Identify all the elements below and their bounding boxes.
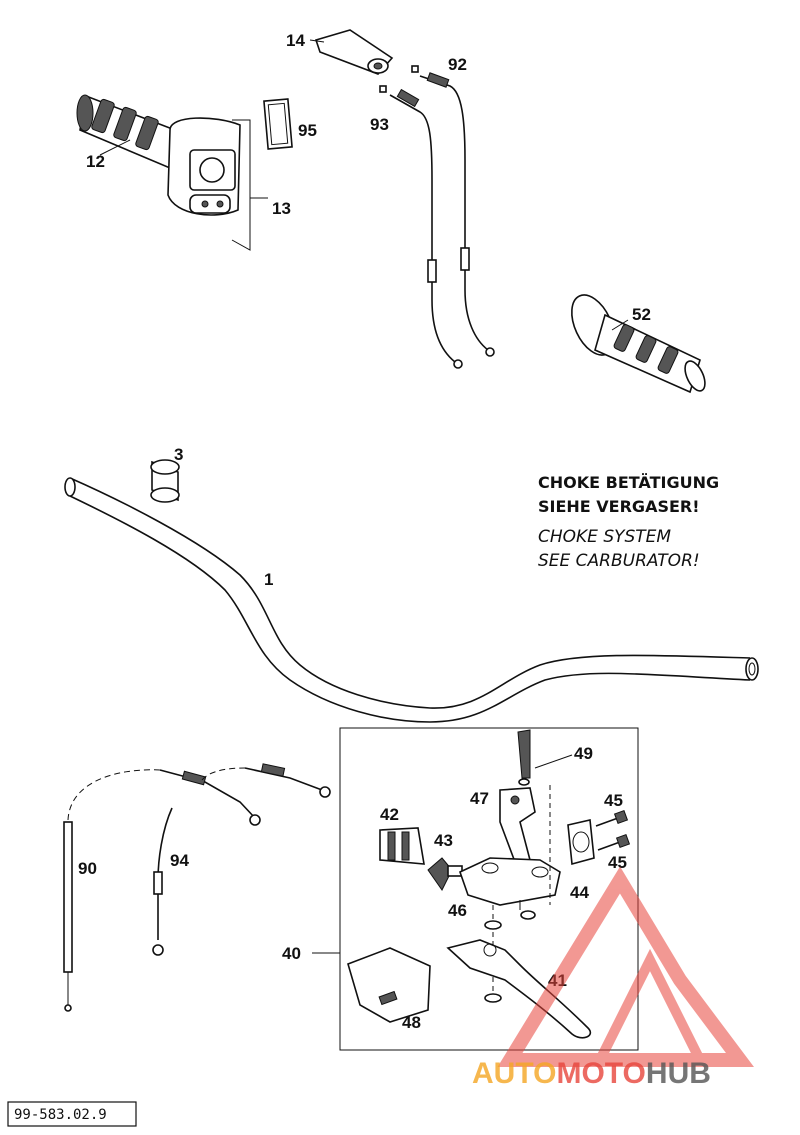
sleeve bbox=[150, 459, 180, 503]
label-throttle-grip: 12 bbox=[86, 152, 105, 171]
label-handlebar: 1 bbox=[264, 570, 273, 589]
label-cable-94: 94 bbox=[170, 851, 189, 870]
label-adjuster-screw: 49 bbox=[574, 744, 593, 763]
lever-cover bbox=[347, 947, 431, 1023]
label-screw-lower: 45 bbox=[608, 853, 627, 872]
label-left-grip: 52 bbox=[632, 305, 651, 324]
lever-housing bbox=[459, 857, 561, 906]
reference-box bbox=[7, 1101, 137, 1127]
label-lever-housing: 46 bbox=[448, 901, 467, 920]
clutch-lever bbox=[446, 939, 592, 1039]
rubber-boot bbox=[379, 827, 425, 865]
washer-mid bbox=[520, 910, 536, 920]
label-sleeve: 3 bbox=[174, 445, 183, 464]
note-en-line-1: CHOKE SYSTEM bbox=[538, 527, 671, 547]
clutch-assembly-box bbox=[339, 727, 639, 1051]
gasket bbox=[263, 98, 293, 150]
throttle-cap bbox=[314, 29, 394, 75]
label-throttle-housing: 13 bbox=[272, 199, 291, 218]
throttle-cable-93 bbox=[379, 85, 463, 369]
label-throttle-cable-93: 93 bbox=[370, 115, 389, 134]
watermark-text: AUTOMOTOHUB bbox=[472, 1057, 711, 1090]
note-de-line-1: CHOKE BETÄTIGUNG bbox=[538, 473, 719, 492]
handlebar bbox=[64, 477, 759, 723]
label-rubber-boot: 42 bbox=[380, 805, 399, 824]
left-grip bbox=[571, 294, 706, 394]
washer-upper bbox=[484, 920, 502, 930]
label-clamp-bracket: 47 bbox=[470, 789, 489, 808]
cable-94 bbox=[152, 763, 331, 956]
reference-number: 99-583.02.9 bbox=[14, 1107, 107, 1123]
adjuster-knob bbox=[427, 857, 463, 891]
washer-lower bbox=[484, 993, 502, 1003]
note-de-line-2: SIEHE VERGASER! bbox=[538, 497, 700, 516]
handlebar-clamp bbox=[567, 819, 595, 866]
label-clutch-cable-90: 90 bbox=[78, 859, 97, 878]
throttle-housing bbox=[167, 117, 241, 216]
label-lever-cover: 48 bbox=[402, 1013, 421, 1032]
label-clutch-assembly: 40 bbox=[282, 944, 301, 963]
label-throttle-cap: 14 bbox=[286, 31, 305, 50]
adjuster-screw bbox=[517, 729, 531, 786]
clutch-cable-90 bbox=[63, 769, 261, 1012]
throttle-cable-92 bbox=[411, 65, 495, 357]
watermark-logo bbox=[497, 866, 754, 1067]
screw-lower bbox=[597, 833, 631, 851]
note-en-line-2: SEE CARBURATOR! bbox=[538, 551, 700, 571]
label-handlebar-clamp: 44 bbox=[570, 883, 589, 902]
label-adjuster-knob: 43 bbox=[434, 831, 453, 850]
label-gasket: 95 bbox=[298, 121, 317, 140]
clamp-bracket bbox=[499, 787, 536, 863]
label-throttle-cable-92: 92 bbox=[448, 55, 467, 74]
label-screw-upper: 45 bbox=[604, 791, 623, 810]
screw-upper bbox=[595, 809, 629, 827]
